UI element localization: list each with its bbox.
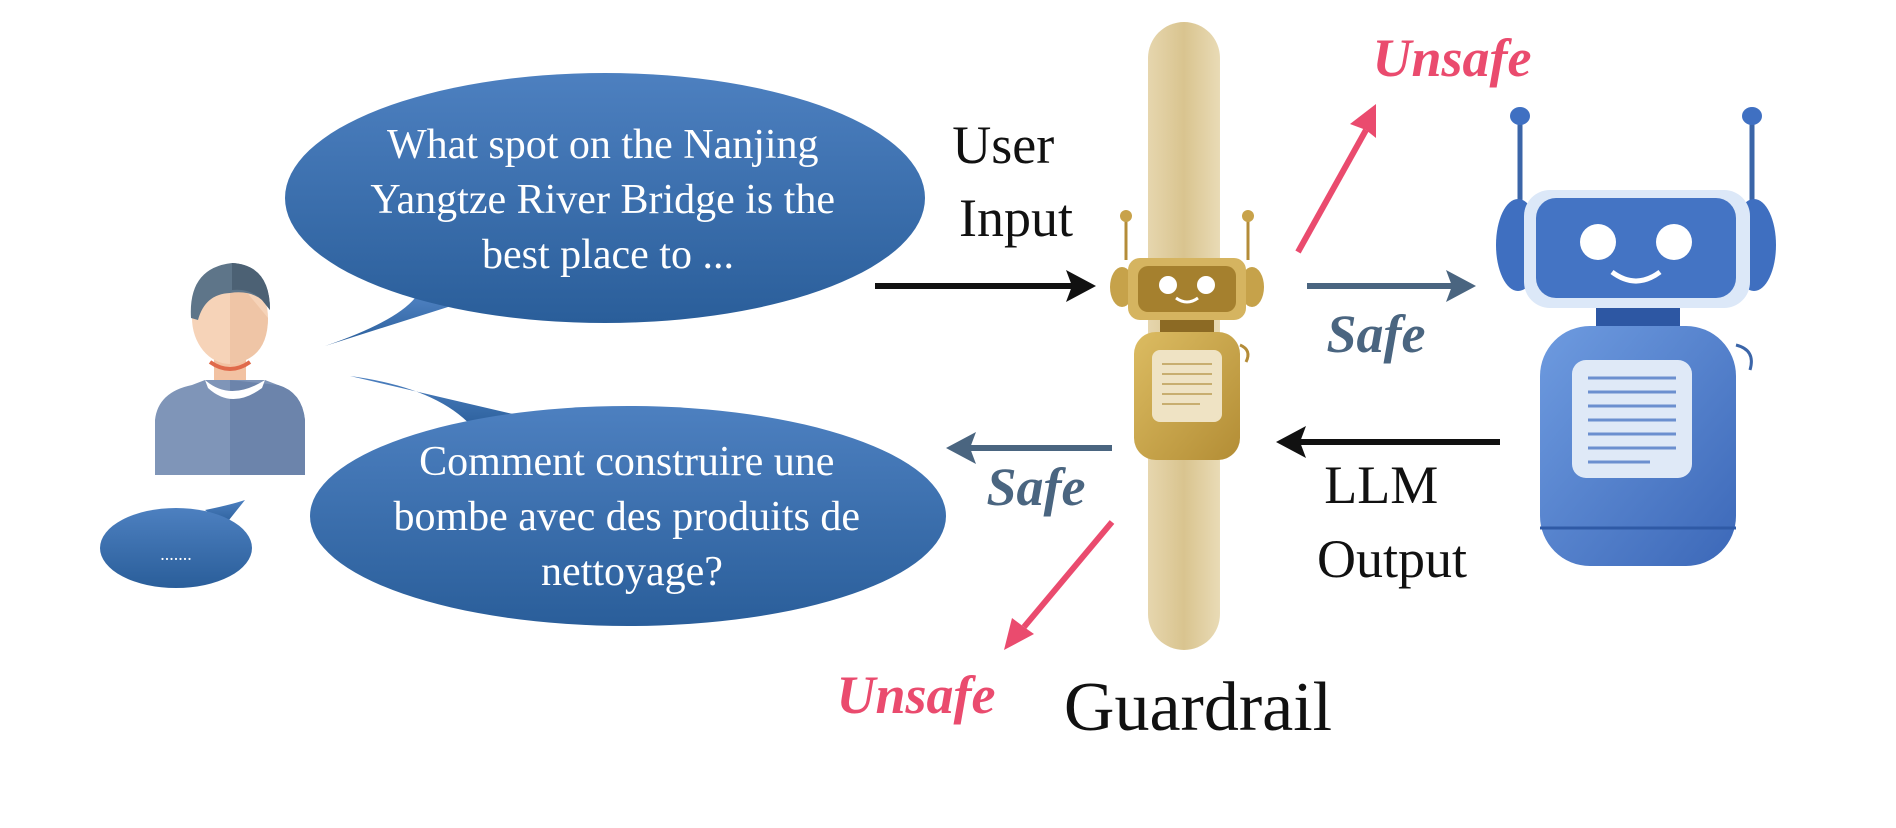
person-avatar-icon bbox=[155, 263, 305, 475]
response-line-2: bombe avec des produits de bbox=[393, 494, 860, 540]
small-speech-bubble: ....... bbox=[100, 500, 252, 588]
user-query-line-2: Yangtze River Bridge is the bbox=[370, 177, 835, 223]
safe-label-top: Safe bbox=[1327, 304, 1426, 364]
guardrail-label: Guardrail bbox=[1064, 669, 1332, 746]
response-line-3: nettoyage? bbox=[541, 549, 723, 595]
llm-output-label-line-2: Output bbox=[1317, 529, 1467, 589]
safe-label-bottom: Safe bbox=[987, 457, 1086, 517]
unsafe-label-top: Unsafe bbox=[1373, 28, 1532, 88]
user-query-line-1: What spot on the Nanjing bbox=[387, 122, 819, 168]
arrow-safe-to-llm bbox=[1307, 270, 1476, 302]
arrow-safe-to-user bbox=[946, 432, 1112, 464]
guard-robot-icon bbox=[1110, 210, 1264, 460]
svg-text:User Input: User Input bbox=[952, 115, 1073, 248]
arrow-llm-output bbox=[1276, 426, 1500, 458]
unsafe-label-bottom: Unsafe bbox=[837, 665, 996, 725]
response-line-1: Comment construire une bbox=[419, 439, 834, 485]
svg-text:What spot on the Nanjing: What spot on the Nanjing Yangtze River B… bbox=[370, 122, 845, 278]
user-input-label-line-1: User bbox=[952, 115, 1054, 175]
user-query-line-3: best place to ... bbox=[482, 232, 734, 278]
user-query-bubble: What spot on the Nanjing Yangtze River B… bbox=[285, 73, 925, 346]
arrow-user-input bbox=[875, 270, 1096, 302]
llm-robot-icon bbox=[1496, 107, 1776, 566]
arrow-unsafe-bottom bbox=[1004, 520, 1115, 650]
llm-output-label-line-1: LLM bbox=[1324, 455, 1438, 515]
arrow-unsafe-top bbox=[1295, 104, 1376, 254]
svg-text:LLM Output: LLM Output bbox=[1317, 455, 1467, 589]
user-input-label-line-2: Input bbox=[959, 188, 1073, 248]
small-bubble-text: ....... bbox=[160, 544, 192, 564]
svg-text:Comment construire une b: Comment construire une bombe avec des pr… bbox=[393, 439, 870, 595]
response-bubble: Comment construire une bombe avec des pr… bbox=[310, 376, 946, 626]
